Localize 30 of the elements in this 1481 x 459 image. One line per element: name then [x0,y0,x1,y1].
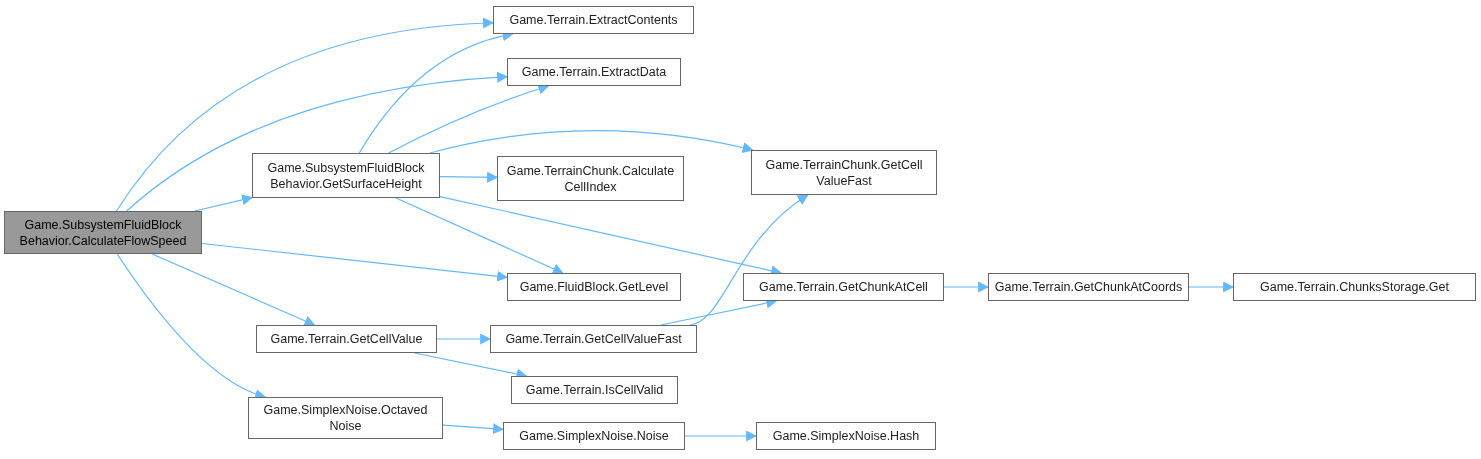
arrow [115,17,495,212]
function-box: Game.SimplexNoise.Noise [503,422,685,450]
arrow [151,253,316,327]
arrow [194,194,254,212]
arrow [395,197,564,274]
function-box: Game.Terrain.GetChunkAtCell [743,273,944,301]
function-box: Game.Terrain.GetChunkAtCoords [988,273,1189,301]
function-box: Game.Terrain.GetCellValueFast [490,325,697,353]
arrow [436,333,492,345]
function-box: Game.SubsystemFluidBlock Behavior.GetSurfaceHeight [252,153,440,198]
arrow [439,171,499,183]
function-box: Game.Terrain.GetCellValue [256,325,437,353]
arrow [201,242,509,282]
arrow [126,71,509,212]
function-box: Game.SimplexNoise.Hash [756,422,936,450]
function-box: Game.Terrain.IsCellValid [511,376,678,404]
function-box: Game.TerrainChunk.Calculate CellIndex [497,156,684,201]
function-box: Game.Terrain.ExtractContents [493,6,694,34]
arrow [943,281,990,293]
arrow [429,130,754,154]
function-box: Game.TerrainChunk.GetCell ValueFast [751,150,937,195]
highlighted-function-box: Game.SubsystemFluidBlock Behavior.CalculateFlowSpeed [4,211,202,254]
arrow [684,430,758,442]
function-box: Game.SimplexNoise.Octaved Noise [248,397,443,439]
arrow [689,194,809,326]
arrow [442,423,505,435]
function-box: Game.FluidBlock.GetLevel [507,273,681,301]
function-box: Game.Terrain.ChunksStorage.Get [1233,273,1476,301]
function-box: Game.Terrain.ExtractData [507,58,681,86]
arrow [1188,281,1235,293]
